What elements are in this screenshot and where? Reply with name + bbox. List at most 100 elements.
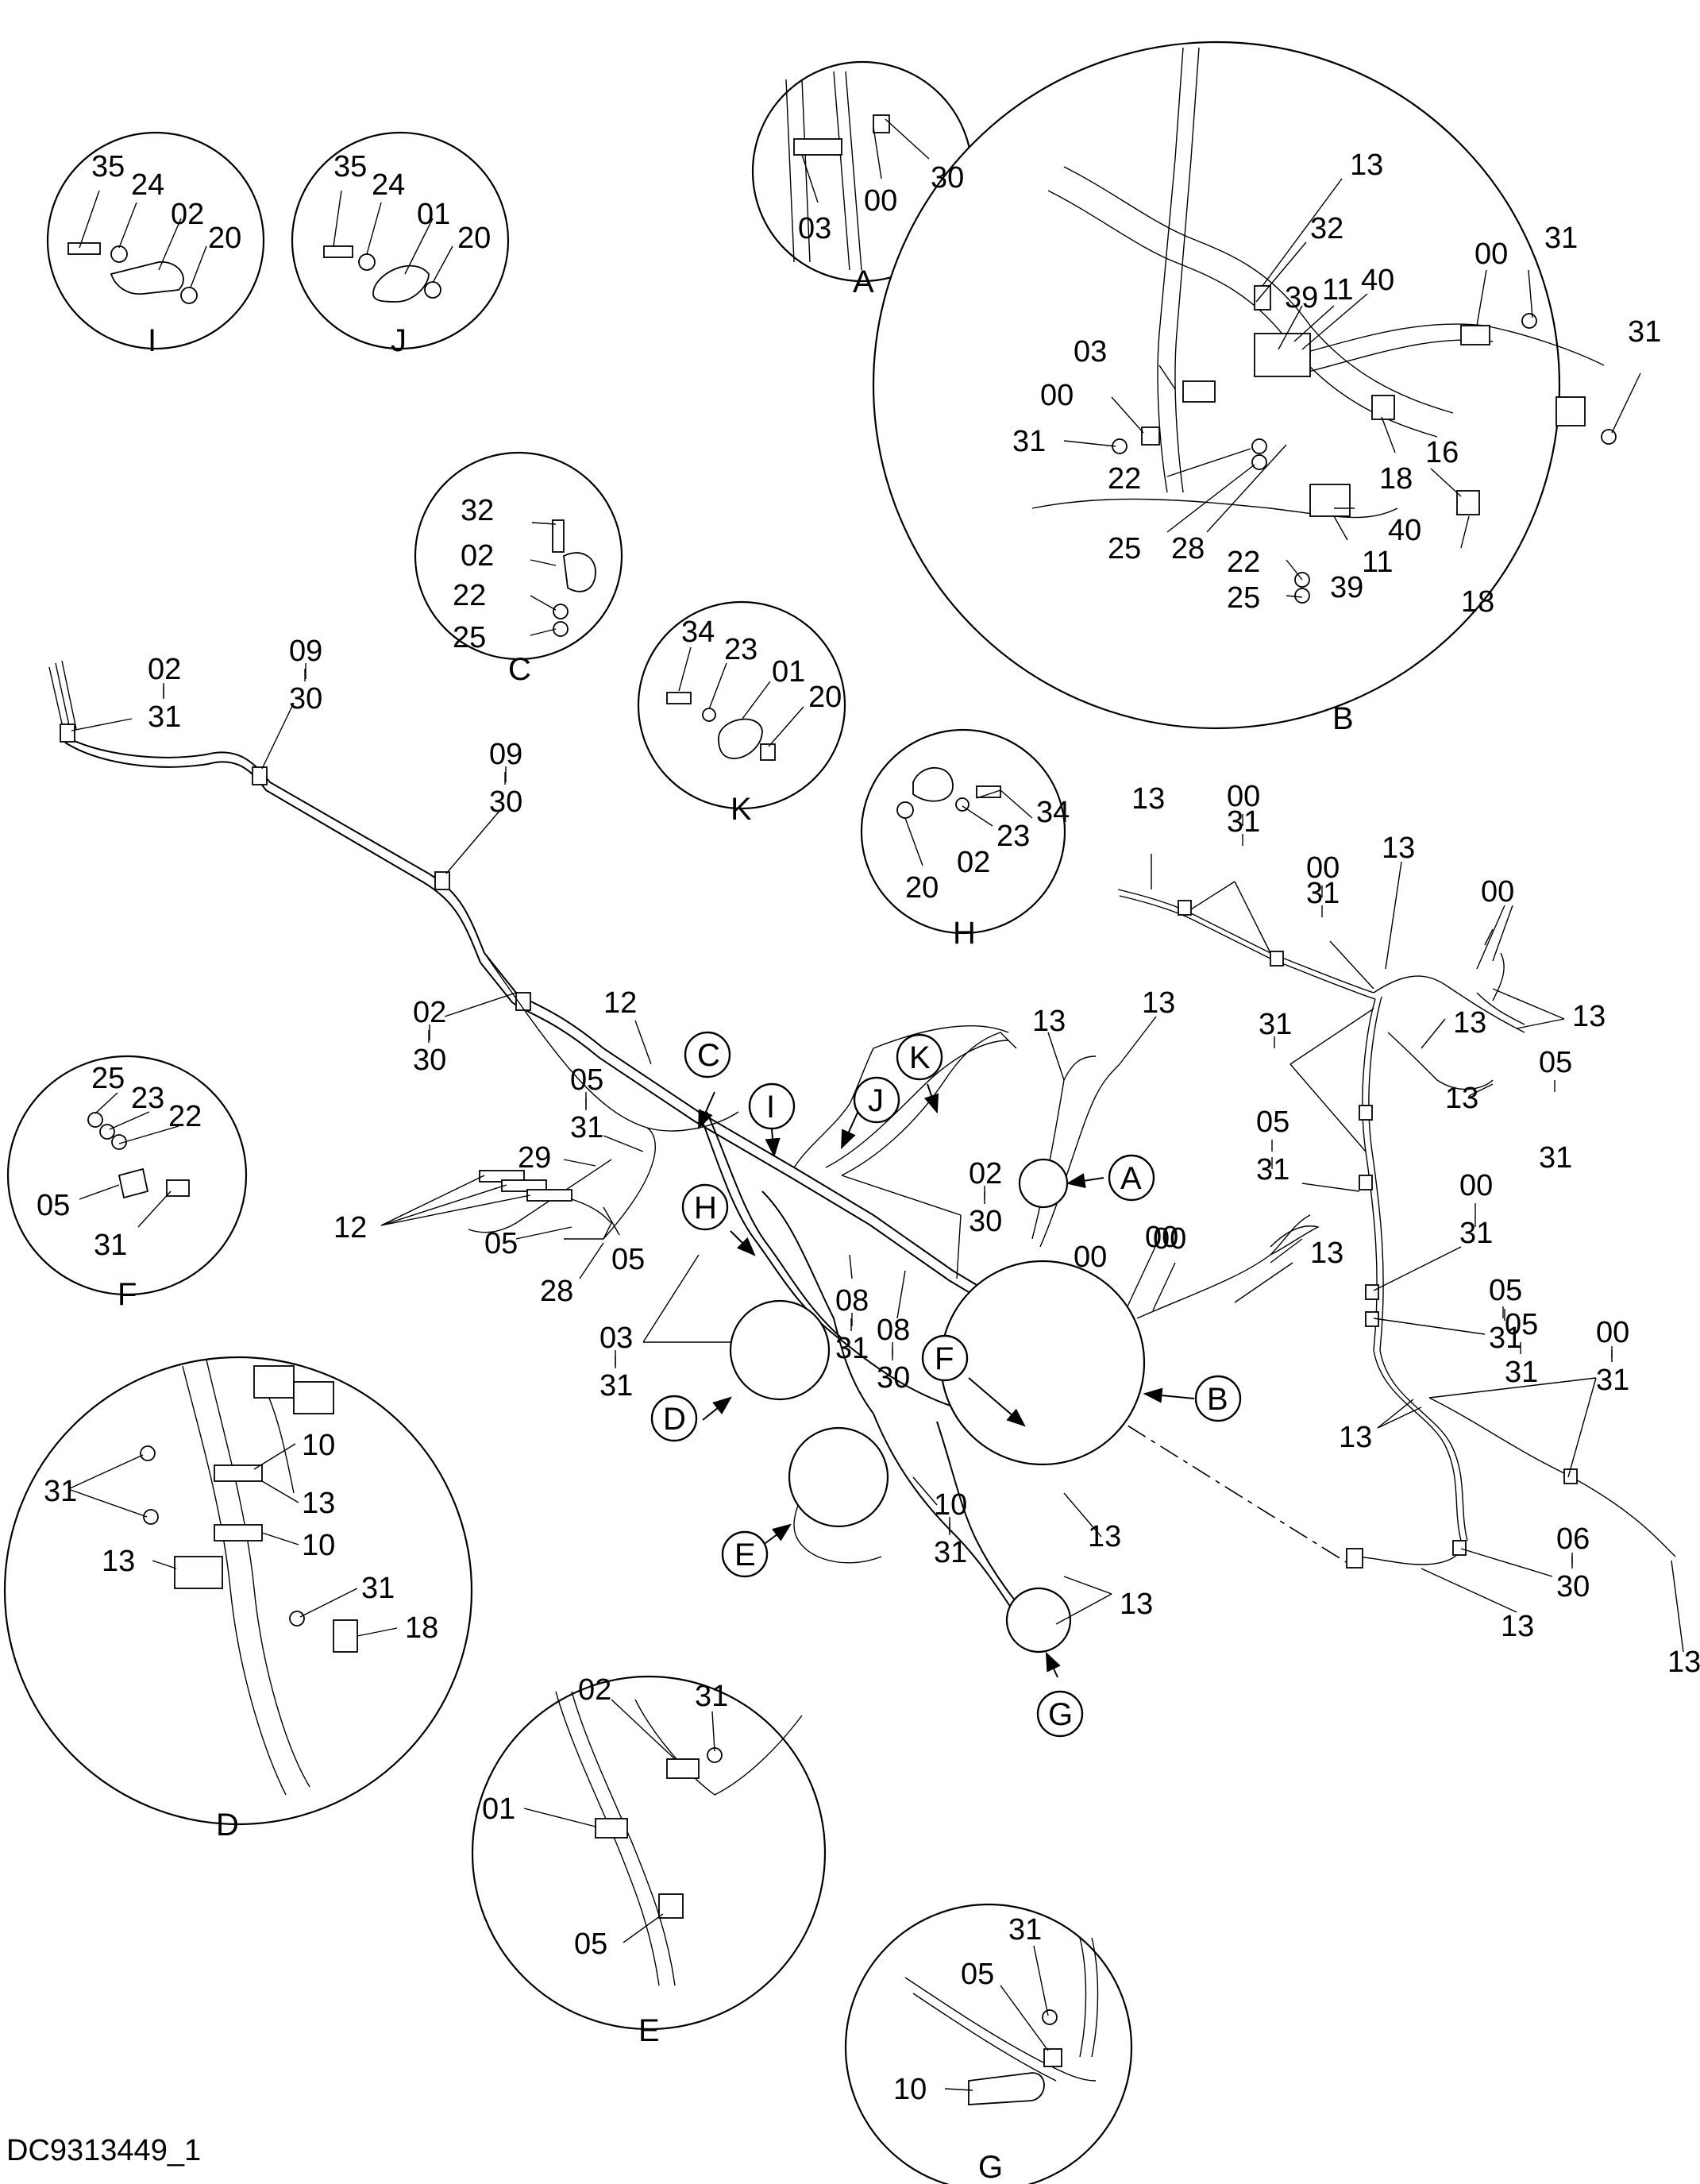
label-m-05g: 05 [1505, 1308, 1538, 1341]
label-i-24: 24 [131, 168, 164, 202]
label-m-02b: 02 [413, 996, 446, 1029]
label-m-13c: 13 [1032, 1005, 1066, 1038]
label-f-31: 31 [94, 1229, 127, 1262]
detail-I [46, 131, 265, 350]
label-m-30c: 30 [413, 1044, 446, 1077]
bubble-letter-B: B [1207, 1382, 1228, 1417]
label-f-05: 05 [37, 1189, 70, 1222]
label-h-23: 23 [996, 820, 1030, 853]
bubble-letter-H: H [694, 1190, 717, 1225]
label-m-12b: 12 [333, 1211, 367, 1244]
label-m-30a: 30 [289, 682, 322, 716]
locator-circles [729, 1158, 1146, 1653]
label-b-31c: 31 [1628, 315, 1661, 349]
label-m-29: 29 [518, 1141, 551, 1175]
label-m-31n: 31 [1596, 1364, 1629, 1397]
bubble-letter-I: I [766, 1090, 775, 1125]
label-b-31: 31 [1544, 222, 1578, 255]
label-b-40: 40 [1361, 264, 1394, 297]
bubble-letter-J: J [868, 1083, 884, 1118]
label-m-31i: 31 [1539, 1141, 1572, 1175]
label-j-35: 35 [333, 150, 367, 183]
label-c-02: 02 [461, 539, 494, 573]
label-f-23: 23 [131, 1082, 164, 1115]
label-m-00d: 00 [1306, 851, 1340, 885]
bubble-letter-A: A [1120, 1161, 1142, 1196]
bubble-letter-C: C [697, 1038, 720, 1073]
label-m-13i: 13 [1339, 1421, 1372, 1454]
label-m-05e: 05 [1256, 1106, 1289, 1139]
label-f-25: 25 [91, 1062, 125, 1095]
label-m-13f: 13 [1131, 782, 1165, 816]
label-m-05b: 05 [484, 1227, 518, 1260]
label-m-31b: 31 [570, 1111, 603, 1144]
label-d-13: 13 [302, 1487, 335, 1520]
detail-J [291, 131, 510, 350]
label-b-00b: 00 [1040, 379, 1074, 412]
label-m-05d: 05 [1539, 1046, 1572, 1079]
detail-K [637, 600, 846, 810]
label-b-28: 28 [1171, 532, 1205, 565]
label-d-13b: 13 [102, 1545, 135, 1578]
label-m-13e: 13 [1310, 1237, 1343, 1270]
label-m-31k: 31 [1489, 1322, 1522, 1355]
label-b-40b: 40 [1388, 514, 1421, 547]
label-d-10: 10 [302, 1429, 335, 1462]
bubble-letter-F: F [935, 1341, 954, 1376]
label-m-31l: 31 [1459, 1217, 1493, 1250]
label-b-22: 22 [1108, 462, 1141, 496]
label-c-25: 25 [453, 621, 486, 654]
label-m-13h: 13 [1572, 1000, 1606, 1033]
label-g-10: 10 [893, 2073, 927, 2106]
label-i-35: 35 [91, 150, 125, 183]
label-e-05: 05 [574, 1927, 607, 1961]
label-m-12a: 12 [603, 986, 637, 1020]
label-m-00e: 00 [1481, 875, 1514, 909]
label-d-10b: 10 [302, 1529, 335, 1562]
label-m-02c: 02 [969, 1157, 1002, 1190]
label-m-08b: 08 [877, 1314, 910, 1347]
label-m-02a: 02 [148, 653, 181, 686]
label-m-13d: 13 [1142, 986, 1175, 1020]
label-d-18: 18 [405, 1611, 438, 1645]
main-harness [48, 660, 1676, 1629]
label-m-00a: 00 [1074, 1241, 1107, 1274]
label-d-31: 31 [44, 1475, 77, 1508]
label-m-09b: 09 [489, 738, 522, 771]
detail-letters: C I J K A H F B D E G I J A B C K H F D … [118, 264, 1354, 2184]
detail-G [844, 1903, 1133, 2184]
label-m-00b: 00 [1153, 1222, 1186, 1256]
label-e-02: 02 [578, 1673, 611, 1707]
caption-G: G [978, 2150, 1003, 2184]
letter-bubbles [650, 1031, 1242, 1738]
label-m-13l: 13 [1453, 1006, 1486, 1040]
label-h-20: 20 [905, 871, 939, 905]
label-e-31: 31 [695, 1680, 728, 1713]
label-h-34: 34 [1036, 796, 1070, 829]
label-b-18: 18 [1379, 462, 1413, 496]
caption-D: D [216, 1808, 239, 1843]
label-m-13k: 13 [1667, 1646, 1700, 1679]
label-m-06: 06 [1556, 1522, 1590, 1556]
caption-A: A [853, 264, 874, 299]
label-m-05a: 05 [570, 1063, 603, 1097]
label-m-31a: 31 [148, 700, 181, 734]
label-m-03: 03 [599, 1322, 633, 1355]
label-i-02: 02 [171, 198, 204, 231]
label-m-30d: 30 [877, 1361, 910, 1395]
label-m-09a: 09 [289, 635, 322, 668]
label-m-13b: 13 [1120, 1588, 1153, 1621]
label-a-03: 03 [798, 212, 831, 245]
bubble-letter-K: K [909, 1040, 931, 1075]
caption-J: J [391, 323, 407, 358]
caption-K: K [730, 792, 752, 827]
label-m-00f: 00 [1459, 1169, 1493, 1202]
label-j-24: 24 [372, 168, 405, 202]
label-c-32: 32 [461, 494, 494, 527]
detail-E [471, 1675, 827, 2031]
caption-E: E [638, 2013, 660, 2048]
label-m-00c: 00 [1227, 780, 1260, 813]
caption-C: C [508, 652, 531, 687]
detail-H [860, 728, 1066, 935]
bubble-letter-G: G [1048, 1697, 1073, 1732]
